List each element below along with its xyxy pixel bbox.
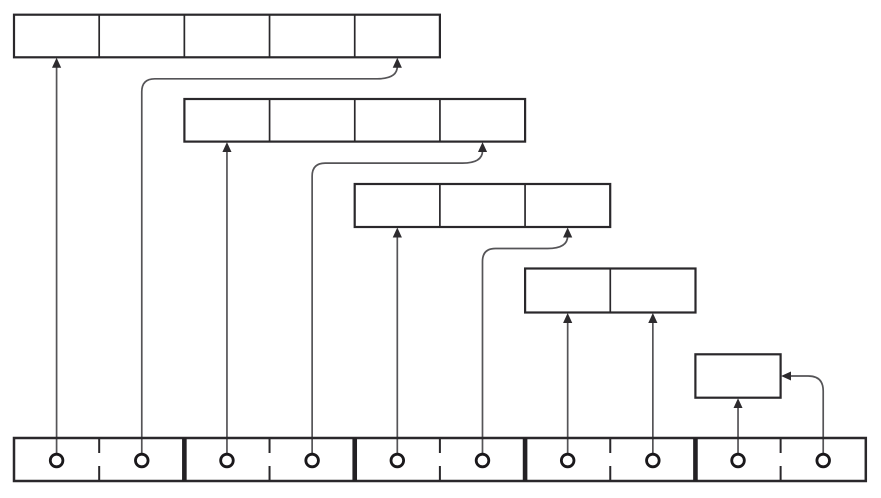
pointer-origin-circle-10: [815, 452, 831, 469]
pointer-arrow-2: [140, 57, 402, 454]
pointer-arrow-6: [481, 227, 573, 454]
pointer-arrow-10: [781, 371, 825, 454]
row-array-4: [523, 267, 697, 314]
row-array-3: [353, 182, 612, 229]
pointer-array: [12, 436, 868, 483]
pointer-origin-circle-5: [389, 452, 406, 469]
row-array-5-box: [694, 353, 782, 399]
pointer-arrow-4: [311, 142, 488, 454]
pointer-origin-circle-8: [645, 452, 661, 469]
pointer-origin-circle-3: [219, 452, 235, 469]
row-array-1-box: [12, 13, 441, 59]
pointer-origin-circle-9: [730, 452, 746, 469]
pointer-origin-circle-2: [134, 452, 150, 469]
row-array-1: [12, 13, 441, 59]
row-array-2: [183, 97, 527, 143]
row-array-5: [694, 353, 782, 399]
pointer-origin-circle-4: [304, 452, 320, 469]
pointer-origin-circle-1: [48, 452, 65, 469]
pointer-origin-circle-6: [474, 452, 491, 469]
row-array-3-box: [353, 182, 612, 229]
pointer-origin-circle-7: [559, 452, 576, 469]
